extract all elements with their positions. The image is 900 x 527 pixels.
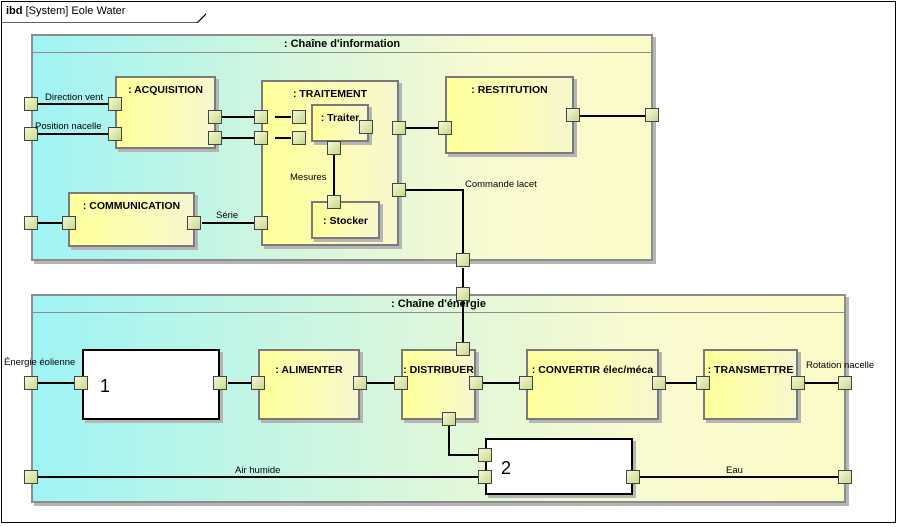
port-traitement-serie[interactable] — [254, 216, 268, 230]
block-restitution-label: : RESTITUTION — [471, 84, 548, 96]
block-communication-label: : COMMUNICATION — [82, 200, 181, 212]
frame-name: [System] Eole Water — [25, 5, 126, 17]
port-acquisition-in-1[interactable] — [108, 97, 122, 111]
label-energie-eolienne: Énergie éolienne — [4, 357, 76, 368]
port-transmettre-in[interactable] — [696, 376, 710, 390]
block-alimenter-label: : ALIMENTER — [275, 364, 343, 376]
chain-information-separator — [33, 52, 651, 53]
port-alimenter-out[interactable] — [353, 376, 367, 390]
port-chain-info-out[interactable] — [645, 108, 659, 122]
block-1[interactable]: 1 — [82, 349, 220, 420]
port-distribuer-in[interactable] — [394, 376, 408, 390]
label-position-nacelle: Position nacelle — [35, 121, 102, 132]
port-block2-out[interactable] — [626, 470, 640, 484]
block-acquisition-label: : ACQUISITION — [128, 84, 203, 96]
port-position-nacelle[interactable] — [24, 127, 38, 141]
port-restitution-out[interactable] — [566, 108, 580, 122]
chain-energie-separator — [33, 312, 844, 313]
port-distribuer-bottom[interactable] — [442, 412, 456, 426]
port-convertir-out[interactable] — [652, 376, 666, 390]
label-rotation-nacelle: Rotation nacelle — [806, 360, 875, 371]
port-distribuer-out[interactable] — [469, 376, 483, 390]
block-distribuer-label: : DISTRIBUER — [403, 364, 474, 376]
port-acquisition-out-2[interactable] — [208, 131, 222, 145]
port-block2-in-1[interactable] — [478, 448, 492, 462]
frame-kind: ibd — [6, 5, 23, 17]
port-traitement-in-2[interactable] — [254, 131, 268, 145]
port-direction-vent[interactable] — [24, 97, 38, 111]
port-chain-energie-commande[interactable] — [456, 287, 470, 301]
port-traiter-out[interactable] — [359, 120, 373, 134]
chain-information-title: : Chaîne d'information — [283, 38, 401, 50]
label-direction-vent: Direction vent — [45, 92, 104, 103]
block-acquisition[interactable]: : ACQUISITION — [115, 76, 216, 149]
label-mesures: Mesures — [290, 172, 327, 183]
block-transmettre-label: : TRANSMETTRE — [707, 364, 794, 376]
port-rotation-nacelle[interactable] — [838, 376, 852, 390]
port-block2-in-2[interactable] — [478, 470, 492, 484]
label-eau: Eau — [726, 465, 743, 476]
frame-title: ibd [System] Eole Water — [6, 5, 125, 17]
port-chain-info-comm[interactable] — [24, 216, 38, 230]
port-acquisition-in-2[interactable] — [108, 127, 122, 141]
port-stocker-mesures[interactable] — [327, 195, 341, 209]
block-traiter-label: : Traiter — [320, 112, 360, 124]
port-communication-in[interactable] — [62, 216, 76, 230]
port-distribuer-commande[interactable] — [456, 342, 470, 356]
port-traiter-in-2[interactable] — [292, 131, 306, 145]
block-traitement-label: : TRAITEMENT — [292, 88, 368, 100]
chain-energie-title: : Chaîne d'énergie — [391, 298, 486, 310]
block-alimenter[interactable]: : ALIMENTER — [258, 349, 360, 420]
port-traiter-mesures[interactable] — [327, 141, 341, 155]
port-communication-out[interactable] — [187, 216, 201, 230]
label-air-humide: Air humide — [235, 465, 281, 476]
port-acquisition-out-1[interactable] — [208, 110, 222, 124]
label-serie: Série — [216, 210, 239, 221]
block-convertir[interactable]: : CONVERTIR élec/méca — [526, 349, 659, 420]
port-block1-out[interactable] — [213, 376, 227, 390]
port-block1-in[interactable] — [74, 376, 88, 390]
port-energie-eolienne[interactable] — [24, 376, 38, 390]
port-eau[interactable] — [838, 470, 852, 484]
port-convertir-in[interactable] — [519, 376, 533, 390]
port-restitution-in[interactable] — [438, 121, 452, 135]
port-traitement-in-1[interactable] — [254, 110, 268, 124]
block-convertir-label: : CONVERTIR élec/méca — [531, 364, 654, 376]
block-communication[interactable]: : COMMUNICATION — [68, 192, 195, 247]
port-alimenter-in[interactable] — [251, 376, 265, 390]
block-1-number: 1 — [100, 376, 111, 396]
block-2[interactable]: 2 — [485, 438, 633, 495]
port-traitement-commande[interactable] — [392, 183, 406, 197]
block-transmettre[interactable]: : TRANSMETTRE — [703, 349, 798, 420]
port-traiter-in-1[interactable] — [292, 110, 306, 124]
block-distribuer[interactable]: : DISTRIBUER — [401, 349, 476, 420]
port-air-humide[interactable] — [24, 470, 38, 484]
port-traitement-out-1[interactable] — [392, 121, 406, 135]
port-transmettre-out[interactable] — [791, 376, 805, 390]
block-restitution[interactable]: : RESTITUTION — [445, 76, 574, 154]
block-stocker-label: : Stocker — [323, 215, 368, 227]
block-stocker[interactable]: : Stocker — [311, 201, 380, 239]
port-chain-info-commande[interactable] — [456, 253, 470, 267]
label-commande-lacet: Commande lacet — [465, 179, 537, 190]
block-2-number: 2 — [501, 458, 512, 478]
frame-tab — [1, 13, 206, 23]
